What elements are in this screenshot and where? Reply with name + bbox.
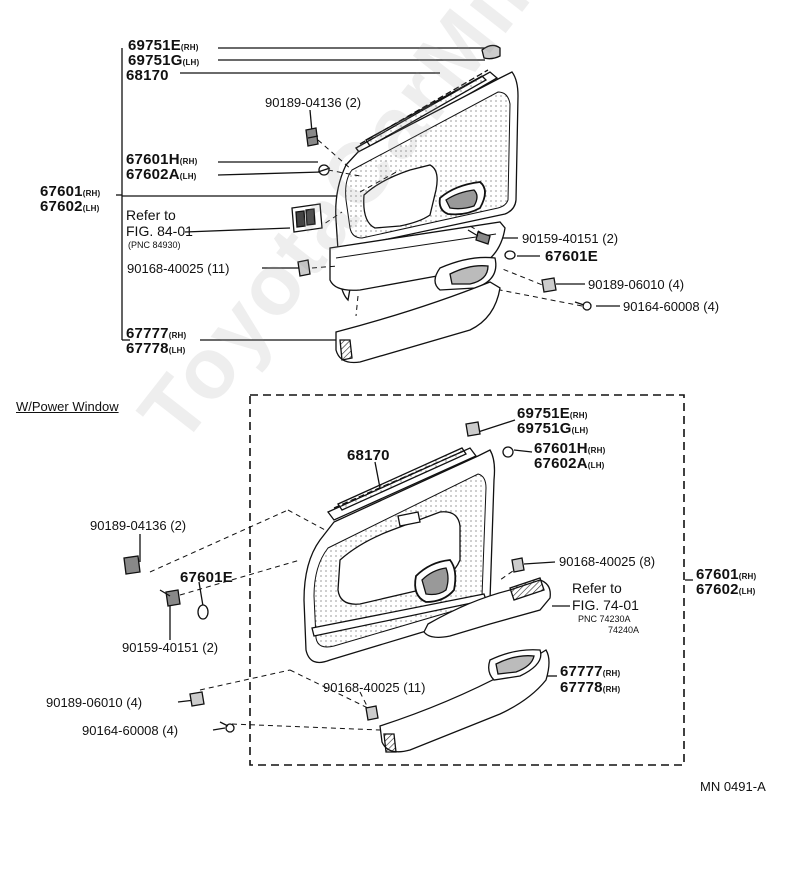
label-90168-40025-8: 90168-40025 (8) xyxy=(559,554,656,569)
label-67601e-bottom: 67601E xyxy=(180,569,233,586)
label-67602-top: 67602(LH) xyxy=(40,198,100,215)
label-refer-to-top: Refer to xyxy=(126,207,176,223)
label-69751e-top: 69751E(RH) xyxy=(128,37,199,54)
figure-code: MN 0491-A xyxy=(700,779,766,794)
label-67777-bottom: 67777(RH) xyxy=(560,663,621,680)
label-90168-40025-top: 90168-40025 (11) xyxy=(127,261,230,276)
label-fig-84-01: FIG. 84-01 xyxy=(126,223,193,239)
label-90189-04136-bottom: 90189-04136 (2) xyxy=(90,518,187,533)
label-90189-06010-top: 90189-06010 (4) xyxy=(588,277,685,292)
label-67602a-bottom: 67602A(LH) xyxy=(534,455,605,472)
label-67602-bottom: 67602(LH) xyxy=(696,581,756,598)
label-90189-04136-top: 90189-04136 (2) xyxy=(265,95,362,110)
label-69751g-bottom: 69751G(LH) xyxy=(517,420,589,437)
label-90168-40025-bottom: 90168-40025 (11) xyxy=(323,680,426,695)
label-67601h-bottom: 67601H(RH) xyxy=(534,440,606,457)
label-67601h-top: 67601H(RH) xyxy=(126,151,198,168)
label-90159-40151-bottom: 90159-40151 (2) xyxy=(122,640,219,655)
label-67602a-top: 67602A(LH) xyxy=(126,166,197,183)
label-67601e-top: 67601E xyxy=(545,248,598,265)
label-68170-bottom: 68170 xyxy=(347,447,390,464)
label-pnc-74230a: PNC 74230A xyxy=(578,614,631,624)
label-68170-top: 68170 xyxy=(126,67,169,84)
label-pnc-74240a: 74240A xyxy=(608,625,640,635)
label-67601-bottom: 67601(RH) xyxy=(696,566,757,583)
label-67777-top: 67777(RH) xyxy=(126,325,187,342)
label-67778-bottom: 67778(RH) xyxy=(560,679,621,696)
label-refer-to-bottom: Refer to xyxy=(572,580,622,596)
label-90159-40151-top: 90159-40151 (2) xyxy=(522,231,619,246)
label-69751e-bottom: 69751E(RH) xyxy=(517,405,588,422)
label-90164-60008-bottom: 90164-60008 (4) xyxy=(82,723,179,738)
label-fig-74-01: FIG. 74-01 xyxy=(572,597,639,613)
label-69751g-top: 69751G(LH) xyxy=(128,52,200,69)
section-title-power-window: W/Power Window xyxy=(16,399,119,414)
label-67601-top: 67601(RH) xyxy=(40,183,101,200)
label-90189-06010-bottom: 90189-06010 (4) xyxy=(46,695,143,710)
label-90164-60008-top: 90164-60008 (4) xyxy=(623,299,720,314)
label-pnc-84930: (PNC 84930) xyxy=(128,240,181,250)
label-67778-top: 67778(LH) xyxy=(126,340,186,357)
